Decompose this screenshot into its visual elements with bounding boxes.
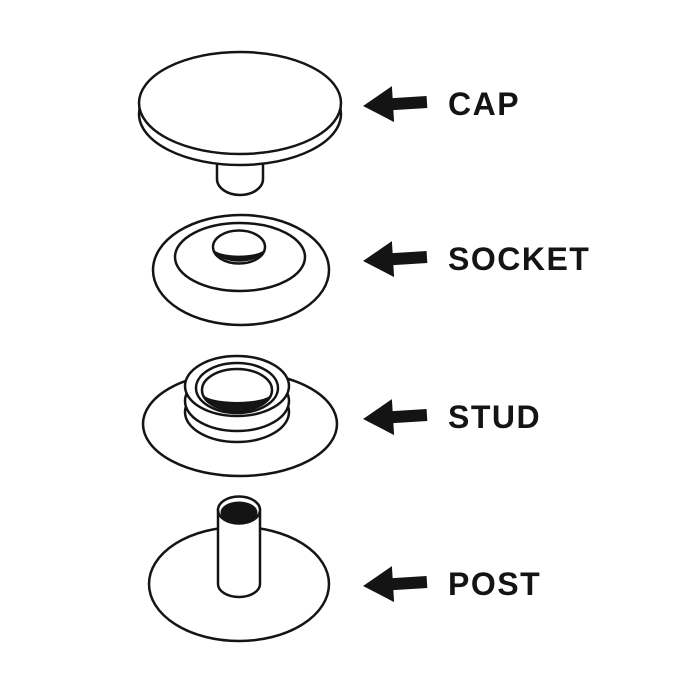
arrow-left-icon: [363, 86, 428, 123]
part-label-stud: STUD: [448, 399, 542, 435]
label-row-stud: STUD: [362, 397, 541, 437]
part-label-post: POST: [448, 566, 542, 602]
stud-illustration: [141, 354, 339, 478]
part-label-cap: CAP: [448, 86, 521, 122]
part-label-socket: SOCKET: [448, 241, 591, 277]
arrow-left-icon: [363, 241, 428, 278]
arrow-left-icon: [363, 399, 428, 436]
label-row-cap: CAP: [362, 84, 520, 124]
label-row-socket: SOCKET: [362, 239, 590, 279]
post-illustration: [147, 495, 331, 643]
socket-illustration: [151, 213, 331, 327]
cap-illustration: [137, 50, 343, 197]
label-row-post: POST: [362, 564, 541, 604]
arrow-left-icon: [363, 566, 428, 603]
